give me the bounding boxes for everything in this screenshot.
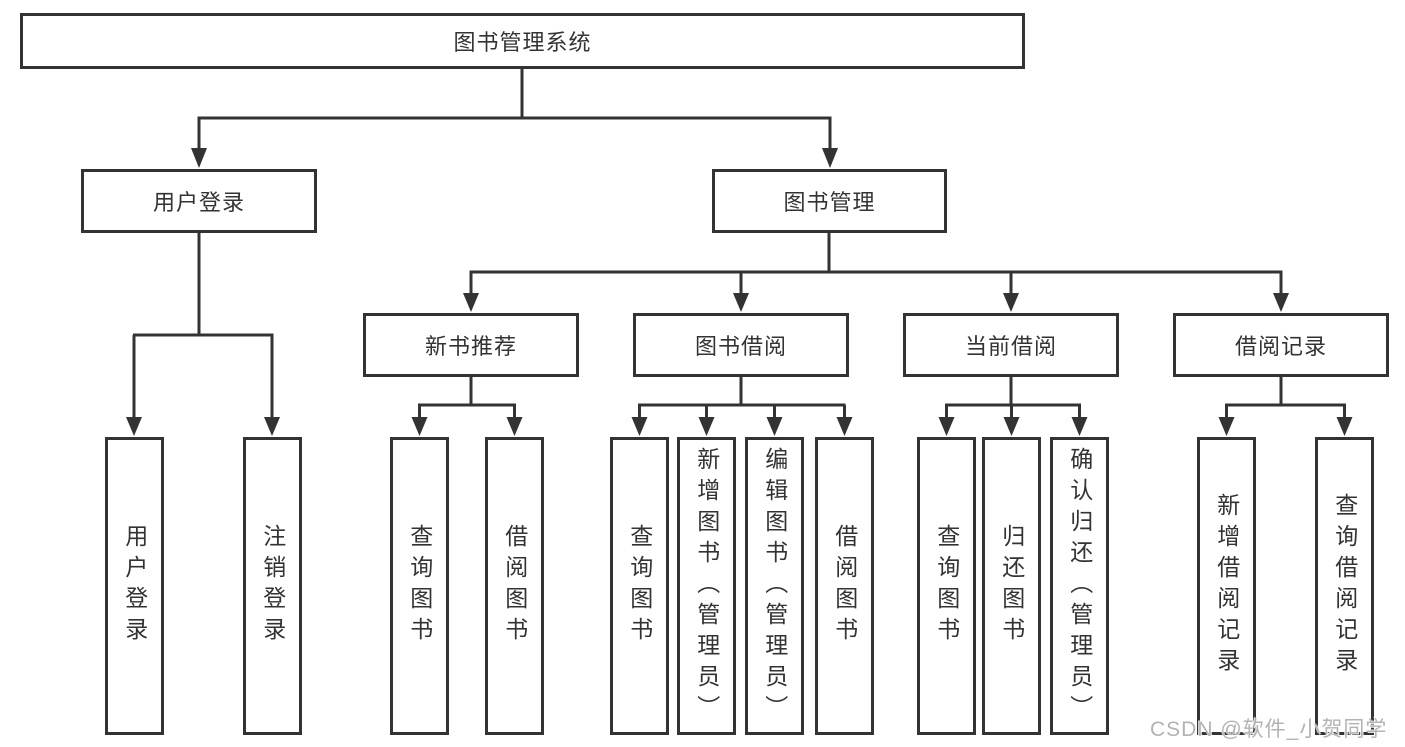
node-label: 编辑图书（管理员） <box>761 446 788 726</box>
node-query-books-current: 查询图书 <box>917 437 976 735</box>
node-user-login: 用户登录 <box>81 169 317 233</box>
node-current-borrowing: 当前借阅 <box>903 313 1119 377</box>
node-label: 归还图书 <box>998 524 1025 648</box>
node-label: 借阅记录 <box>1234 334 1327 359</box>
node-label: 图书管理系统 <box>453 30 592 55</box>
node-confirm-return-admin: 确认归还（管理员） <box>1050 437 1109 735</box>
node-new-book-recommendation: 新书推荐 <box>363 313 579 377</box>
watermark: CSDN @软件_小贺同学 <box>1150 718 1388 741</box>
node-label: 注销登录 <box>259 524 286 648</box>
node-label: 新书推荐 <box>424 334 517 359</box>
node-query-books-recommend: 查询图书 <box>390 437 449 735</box>
node-label: 借阅图书 <box>831 524 858 648</box>
node-query-books-borrow: 查询图书 <box>610 437 669 735</box>
node-label: 当前借阅 <box>964 334 1057 359</box>
node-label: 确认归还（管理员） <box>1066 446 1093 726</box>
node-label: 借阅图书 <box>501 524 528 648</box>
node-label: 查询图书 <box>626 524 653 648</box>
node-return-books: 归还图书 <box>982 437 1041 735</box>
node-borrow-books: 借阅图书 <box>815 437 874 735</box>
node-add-book-admin: 新增图书（管理员） <box>677 437 736 735</box>
node-edit-book-admin: 编辑图书（管理员） <box>745 437 804 735</box>
node-book-borrowing: 图书借阅 <box>633 313 849 377</box>
node-label: 用户登录 <box>121 524 148 648</box>
node-query-borrow-record: 查询借阅记录 <box>1315 437 1374 735</box>
node-library-management-system: 图书管理系统 <box>20 13 1025 69</box>
node-label: 图书借阅 <box>694 334 787 359</box>
node-label: 用户登录 <box>152 190 245 215</box>
node-borrowing-records: 借阅记录 <box>1173 313 1389 377</box>
node-label: 查询图书 <box>933 524 960 648</box>
node-label: 查询图书 <box>406 524 433 648</box>
node-label: 新增借阅记录 <box>1213 493 1240 679</box>
node-add-borrow-record: 新增借阅记录 <box>1197 437 1256 735</box>
node-logout: 注销登录 <box>243 437 302 735</box>
node-book-management: 图书管理 <box>712 169 947 233</box>
node-user-login-leaf: 用户登录 <box>105 437 164 735</box>
node-borrow-books-recommend: 借阅图书 <box>485 437 544 735</box>
node-label: 图书管理 <box>783 190 876 215</box>
node-label: 查询借阅记录 <box>1331 493 1358 679</box>
node-label: 新增图书（管理员） <box>693 446 720 726</box>
